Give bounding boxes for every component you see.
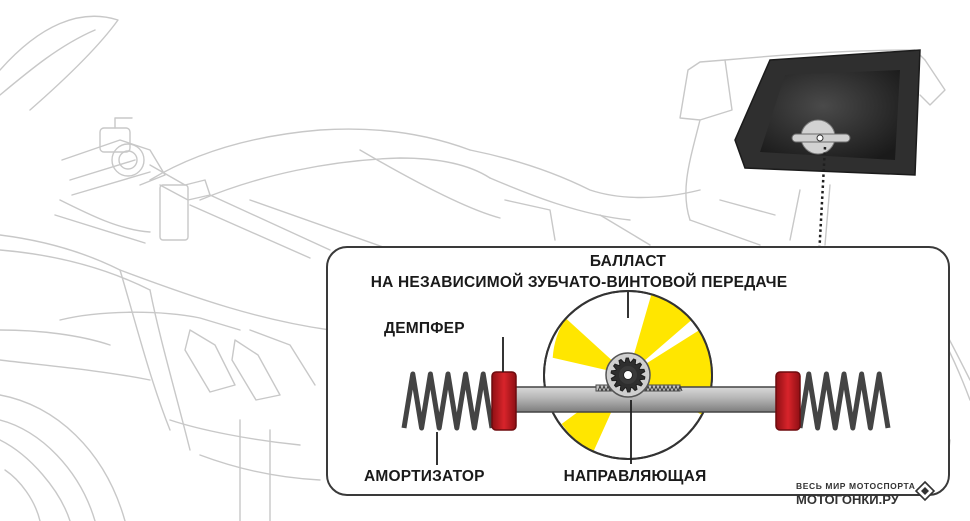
label-leader-lines	[436, 292, 632, 465]
right-shock-spring	[797, 371, 891, 431]
left-damper	[491, 371, 517, 431]
watermark: ВЕСЬ МИР МОТОСПОРТА МОТОГОНКИ.РУ	[796, 480, 936, 507]
left-shock-spring	[401, 371, 495, 431]
watermark-site: МОТОГОНКИ.РУ	[796, 492, 900, 507]
watermark-logo-icon	[914, 480, 936, 502]
guide-rail	[503, 384, 791, 413]
ballast-label-line1: БАЛЛАСТ	[590, 253, 666, 270]
guide-rail-label: НАПРАВЛЯЮЩАЯ	[564, 468, 707, 485]
ballast-label-line2: НА НЕЗАВИСИМОЙ ЗУБЧАТО-ВИНТОВОЙ ПЕРЕДАЧЕ	[371, 273, 788, 291]
pinion-gear	[605, 352, 651, 398]
watermark-tagline: ВЕСЬ МИР МОТОСПОРТА	[796, 481, 916, 491]
right-damper	[775, 371, 801, 431]
damper-label: ДЕМПФЕР	[384, 320, 465, 337]
shock-absorber-label: АМОРТИЗАТОР	[364, 468, 485, 485]
tail-ballast-box	[734, 49, 921, 176]
